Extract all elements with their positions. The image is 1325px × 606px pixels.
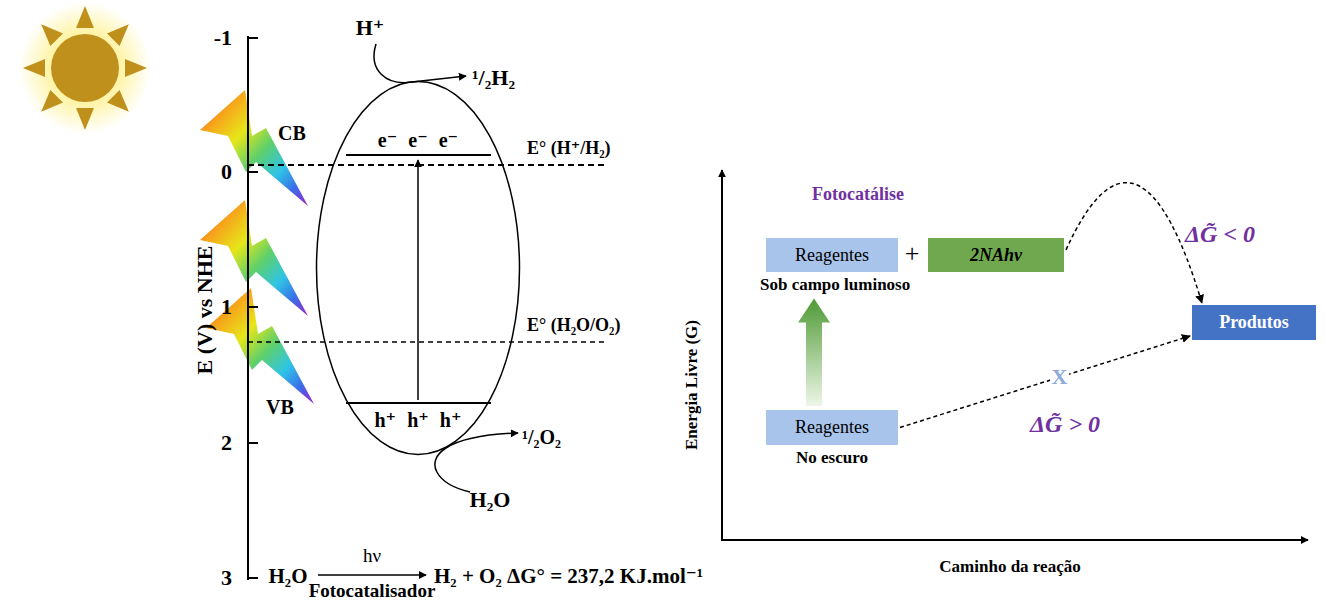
light-bolt	[200, 90, 308, 206]
oxidation-arrow	[435, 433, 518, 492]
text-label: E (V) vs NHE	[192, 246, 217, 375]
sun	[51, 34, 119, 102]
text-label: ΔG̃ > 0	[1030, 411, 1100, 439]
potential-line	[248, 164, 605, 166]
tick-label: 1	[221, 294, 232, 319]
connector	[1066, 183, 1202, 303]
text-label: E° (H⁺/H₂)	[527, 138, 611, 159]
holes: h⁺ h⁺ h⁺	[374, 409, 461, 432]
text-label: E° (H₂O/O₂)	[527, 315, 621, 336]
state-box: Produtos	[1192, 305, 1316, 340]
energy-axis	[248, 36, 258, 580]
text-label: CB	[278, 122, 306, 145]
sun-ray	[41, 24, 63, 46]
text-label: Caminho da reação	[939, 557, 1080, 577]
reaction-path	[1066, 183, 1202, 303]
free-energy-axis	[721, 170, 723, 541]
tick-label: -1	[214, 25, 232, 50]
valence-band	[346, 402, 491, 404]
state-box: ReagentesNo escuro	[766, 410, 898, 445]
sun-ray	[23, 59, 45, 77]
text-label: ¹/₂H₂	[472, 65, 515, 90]
connector	[798, 299, 830, 406]
box-label: 2NAhν	[970, 245, 1022, 266]
sun-ray	[76, 108, 94, 130]
blocked-mark: X	[1050, 365, 1070, 390]
sun-ray	[76, 6, 94, 28]
box-label: Reagentes	[795, 245, 869, 266]
text-label: Fotocatálise	[812, 184, 904, 205]
excitation-arrow	[417, 160, 419, 400]
text-label: hν	[363, 545, 381, 567]
sun-ray	[107, 90, 129, 112]
tick-label: 0	[221, 159, 232, 184]
text-label: H₂O	[269, 564, 308, 588]
box-label: Reagentes	[795, 417, 869, 438]
text-label: H⁺	[356, 15, 385, 40]
tick-label: 3	[221, 565, 232, 590]
sun-ray	[41, 90, 63, 112]
box-label: Produtos	[1219, 312, 1289, 333]
text-label: ¹/₂O₂	[522, 426, 561, 449]
condition-caption: No escuro	[796, 448, 868, 468]
text-label: ΔG̃ < 0	[1185, 221, 1255, 249]
text-label: Fotocatalisador	[309, 580, 436, 602]
reaction-arrow	[318, 574, 426, 576]
sun-ray	[125, 59, 147, 77]
sun-rays	[23, 6, 147, 130]
particle-ellipse	[317, 82, 520, 455]
reaction-path-axis	[721, 539, 1308, 541]
potential-line	[248, 341, 605, 343]
text-label: +	[905, 239, 920, 269]
tick-label: 2	[221, 430, 232, 455]
state-box: 2NAhν	[928, 238, 1064, 272]
conduction-band	[346, 154, 491, 156]
text-label: VB	[266, 396, 294, 419]
light-bolt	[206, 288, 314, 404]
sun-glow	[19, 2, 151, 134]
electrons: e⁻ e⁻ e⁻	[378, 129, 458, 152]
text-label: H₂ + O₂ ΔG° = 237,2 KJ.mol⁻¹	[434, 564, 703, 588]
semiconductor-particle: e⁻ e⁻ e⁻ h⁺ h⁺ h⁺	[315, 80, 521, 456]
reduction-arrow	[374, 44, 466, 83]
sun-ray	[107, 24, 129, 46]
state-box: ReagentesSob campo luminoso	[766, 238, 898, 272]
text-label: Energia Livre (G)	[682, 320, 702, 450]
text-label: H₂O	[470, 487, 511, 512]
condition-caption: Sob campo luminoso	[760, 275, 910, 295]
energy-input-arrow	[798, 299, 830, 406]
